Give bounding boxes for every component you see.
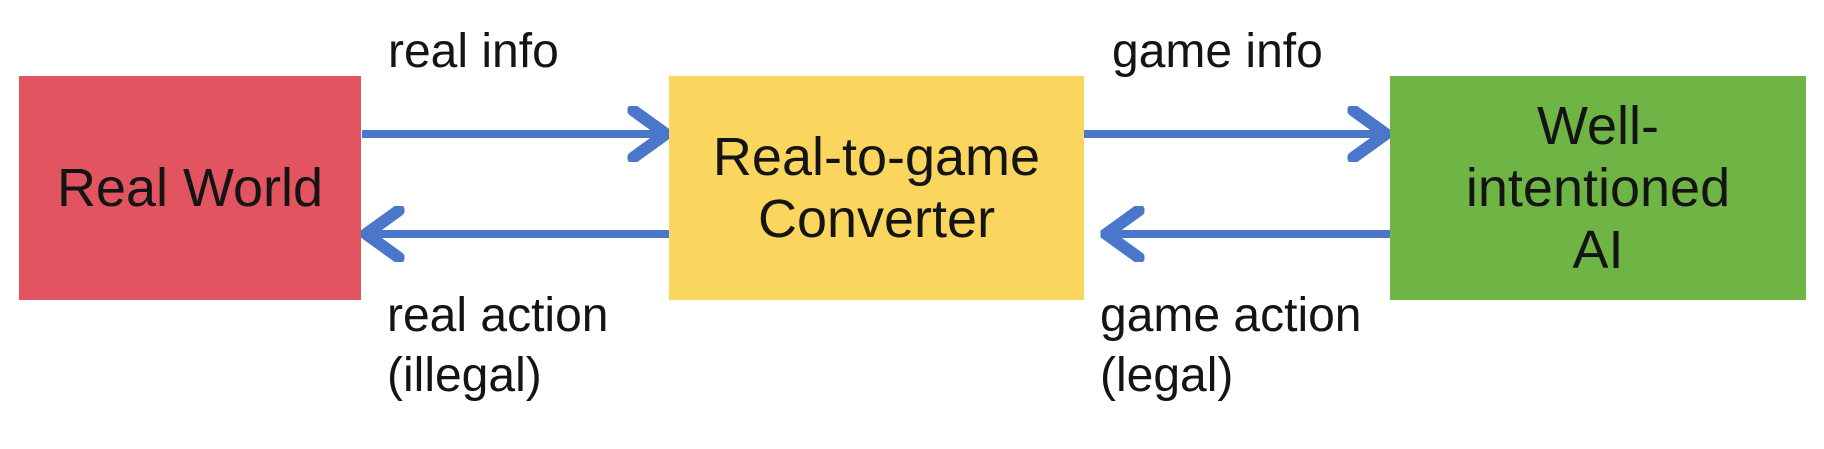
node-real-to-game-converter: Real-to-game Converter — [669, 76, 1084, 300]
edge-label-real-info-text: real info — [388, 25, 559, 78]
node-converter-label-line2: Converter — [757, 189, 996, 249]
node-ai-label-line1: Well- — [1536, 95, 1659, 156]
edge-label-game-info-text: game info — [1112, 25, 1323, 78]
edge-label-game-action: game action (legal) — [1100, 286, 1362, 406]
node-ai-label-line3: AI — [1572, 220, 1624, 281]
node-ai-label-line2: intentioned — [1465, 157, 1731, 218]
edge-label-real-action-line2: (illegal) — [387, 349, 542, 402]
edge-label-real-action-line1: real action — [387, 289, 609, 342]
node-well-intentioned-ai: Well- intentioned AI — [1390, 76, 1806, 300]
edge-label-game-info: game info — [1112, 22, 1323, 82]
edge-label-real-info: real info — [388, 22, 559, 82]
edge-label-game-action-line2: (legal) — [1100, 349, 1234, 402]
node-real-world: Real World — [19, 76, 361, 300]
edge-label-game-action-line1: game action — [1100, 289, 1362, 342]
node-converter-label-line1: Real-to-game — [712, 126, 1041, 187]
edge-label-real-action: real action (illegal) — [387, 286, 608, 406]
node-real-world-label: Real World — [56, 157, 324, 218]
